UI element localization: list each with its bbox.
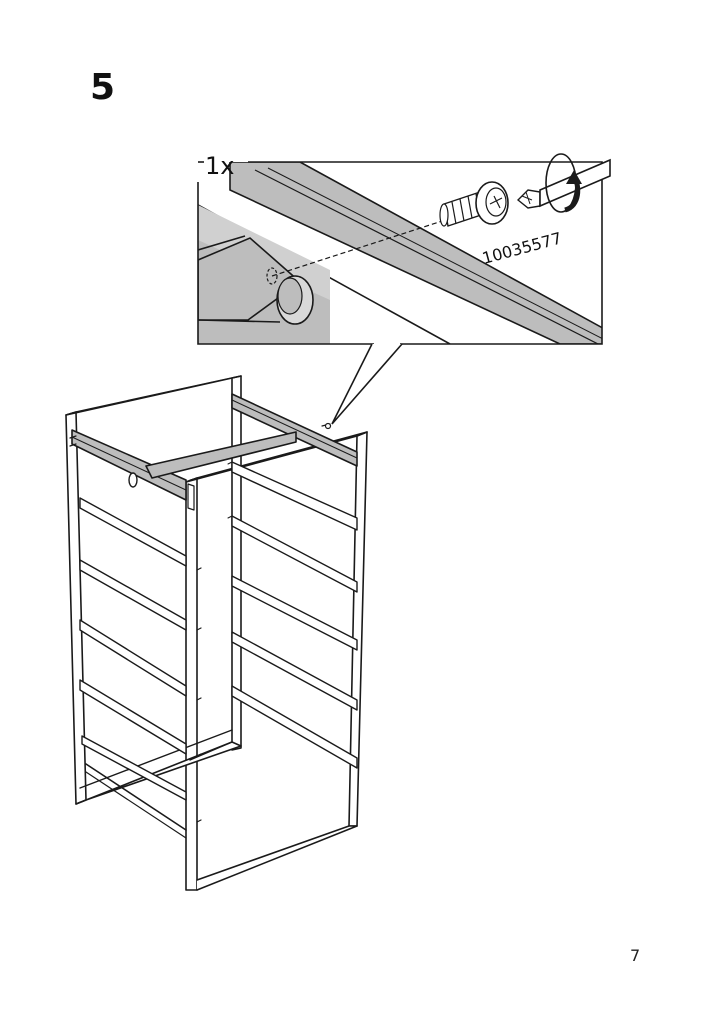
- part-number-label: 10035577: [480, 228, 564, 267]
- drawer-frame-drawing: [65, 375, 368, 891]
- screwdriver-icon: [516, 158, 611, 209]
- page-number: 7: [630, 946, 641, 965]
- rotate-clockwise-icon: [545, 153, 582, 213]
- detail-callout: [197, 153, 611, 425]
- screw-icon: [439, 181, 509, 227]
- quantity-label: 1x: [205, 152, 234, 180]
- step-number: 5: [90, 67, 116, 108]
